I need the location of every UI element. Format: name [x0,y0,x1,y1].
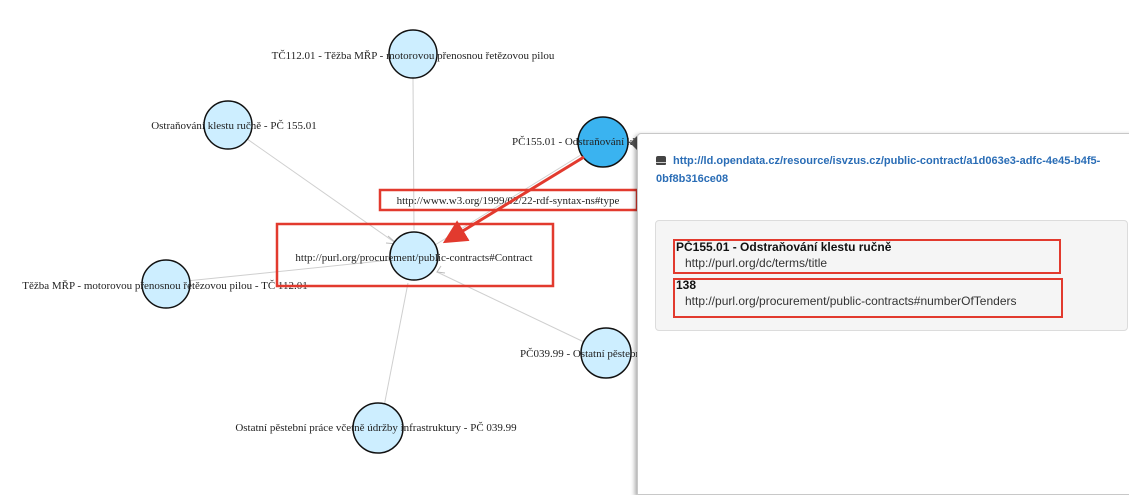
node-ostr-klest[interactable] [203,100,253,150]
node-contract-central[interactable] [389,231,439,281]
node-pc155-selected[interactable] [577,116,629,168]
node-tezba-left[interactable] [141,259,191,309]
highlight-central-node [275,222,555,288]
property-tenders-uri[interactable]: http://purl.org/procurement/public-contr… [685,294,1017,308]
node-label-tezba-left: Těžba MŘP - motorovou přenosnou řetězovo… [22,280,308,292]
properties-box: PČ155.01 - Odstraňování klestu ručně htt… [655,220,1128,331]
edge-pc039[interactable] [436,271,606,353]
node-ostatni-bottom[interactable] [352,402,404,454]
highlight-title-property [673,239,1061,274]
resource-uri-link[interactable]: http://ld.opendata.cz/resource/isvzus.cz… [656,155,1101,185]
property-tenders-value: 138 [676,278,697,292]
node-label-ostatni-bottom: Ostatní pěstební práce včetně údržby inf… [235,422,517,434]
graph-edges [166,77,606,428]
node-label-contract: http://purl.org/procurement/public-contr… [295,252,532,264]
edge-pc155[interactable] [434,139,606,246]
resource-detail-panel: http://ld.opendata.cz/resource/isvzus.cz… [637,133,1129,495]
annotation-arrow [442,155,585,244]
node-label-tc112-top: TČ112.01 - Těžba MŘP - motorovou přenosn… [272,50,555,62]
property-number-of-tenders: 138 http://purl.org/procurement/public-c… [676,278,1017,309]
node-label-ostr-klest: Ostraňování klestu ručně - PČ 155.01 [151,120,317,132]
highlight-tenders-property [673,278,1063,318]
edge-bottom[interactable] [379,282,409,428]
property-title: PČ155.01 - Odstraňování klestu ručně htt… [676,240,891,271]
database-icon [656,156,666,165]
property-title-uri[interactable]: http://purl.org/dc/terms/title [685,256,828,270]
node-tc112-top[interactable] [388,29,438,79]
panel-header: http://ld.opendata.cz/resource/isvzus.cz… [656,152,1126,188]
edge-top[interactable] [412,77,415,231]
node-pc039[interactable] [580,327,632,379]
property-title-value: PČ155.01 - Odstraňování klestu ručně [676,240,892,254]
edge-label-rdf-type: http://www.w3.org/1999/02/22-rdf-syntax-… [397,195,620,207]
panel-pointer [630,136,637,150]
edge-ostr-klest[interactable] [229,126,398,245]
edge-tezba-left[interactable] [166,259,392,284]
